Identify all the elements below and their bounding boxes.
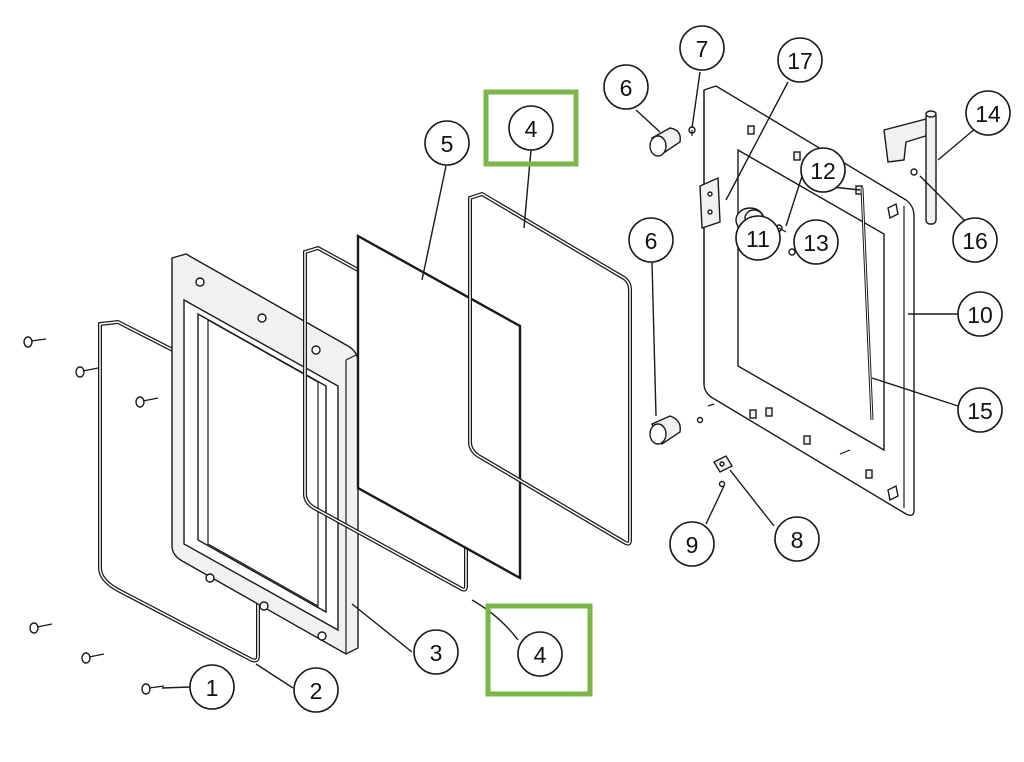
highlight-box-upper — [483, 89, 579, 167]
clip-8 — [713, 455, 733, 473]
callout-17-label: 17 — [787, 48, 813, 74]
screws — [23, 336, 165, 695]
door-panel — [703, 85, 915, 517]
callout-6-lower[interactable]: 6 — [628, 217, 674, 263]
callout-11-label: 11 — [746, 226, 770, 252]
callout-4-lower[interactable]: 4 — [517, 631, 563, 677]
callout-6-upper-label: 6 — [620, 75, 633, 101]
callout-10-label: 10 — [967, 302, 993, 328]
callout-8-label: 8 — [791, 527, 804, 553]
callout-2[interactable]: 2 — [293, 667, 339, 713]
small-screw-13 — [788, 248, 796, 256]
callout-16-label: 16 — [962, 228, 988, 254]
callout-4-upper[interactable]: 4 — [508, 105, 554, 151]
callout-1[interactable]: 1 — [189, 664, 235, 710]
callout-2-label: 2 — [310, 678, 323, 704]
small-screw-bottom — [696, 416, 704, 424]
callout-8[interactable]: 8 — [774, 516, 820, 562]
callout-7-label: 7 — [696, 36, 709, 62]
handle — [883, 110, 937, 225]
screw — [81, 652, 105, 664]
callout-9-label: 9 — [686, 532, 699, 558]
callout-16[interactable]: 16 — [952, 217, 998, 263]
screw — [135, 396, 159, 408]
callout-10[interactable]: 10 — [957, 291, 1003, 337]
callout-15[interactable]: 15 — [957, 387, 1003, 433]
small-screw-16 — [910, 168, 918, 176]
outer-glass-gasket — [468, 191, 632, 546]
callout-4-upper-label: 4 — [525, 116, 538, 142]
small-screw-7 — [688, 126, 696, 136]
callout-4-lower-label: 4 — [534, 642, 547, 668]
callout-5-label: 5 — [441, 131, 454, 157]
leader-lines — [161, 71, 977, 689]
highlight-box-lower — [485, 603, 593, 697]
callout-13[interactable]: 13 — [793, 219, 839, 265]
callout-12-label: 12 — [810, 158, 836, 184]
screw — [75, 366, 99, 378]
callout-6-upper[interactable]: 6 — [603, 64, 649, 110]
callout-9[interactable]: 9 — [669, 521, 715, 567]
hinge-plate — [699, 176, 721, 229]
latch-rod — [860, 187, 874, 421]
callout-1-label: 1 — [206, 675, 219, 701]
screw — [23, 336, 47, 348]
bumper-lower — [649, 415, 681, 446]
callout-3-label: 3 — [430, 640, 443, 666]
callout-7[interactable]: 7 — [679, 25, 725, 71]
screw — [141, 683, 165, 695]
callout-6-lower-label: 6 — [645, 228, 658, 254]
callout-14-label: 14 — [975, 101, 1001, 127]
door-frame — [171, 253, 359, 655]
callout-17[interactable]: 17 — [777, 37, 823, 83]
callout-3[interactable]: 3 — [413, 629, 459, 675]
glass-pane — [356, 233, 522, 581]
callout-11[interactable]: 11 — [735, 215, 781, 261]
screw — [29, 622, 53, 634]
bumper-upper — [649, 127, 681, 157]
callout-15-label: 15 — [967, 398, 993, 424]
callout-5[interactable]: 5 — [424, 120, 470, 166]
callout-13-label: 13 — [803, 230, 829, 256]
callout-12[interactable]: 12 — [800, 147, 846, 193]
small-screw-9 — [718, 480, 726, 488]
callout-14[interactable]: 14 — [965, 90, 1011, 136]
